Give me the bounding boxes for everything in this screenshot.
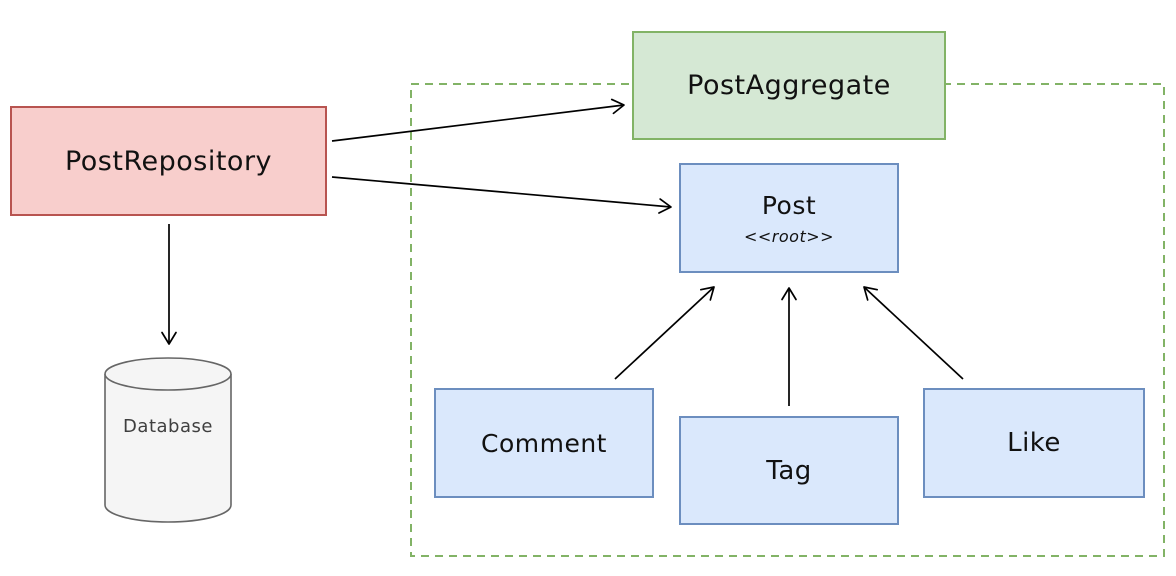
post-root-stereotype: <<root>> bbox=[743, 226, 835, 246]
like-box: Like bbox=[923, 388, 1145, 498]
database-label: Database bbox=[123, 416, 213, 437]
tag-label: Tag bbox=[766, 455, 812, 486]
post-aggregate-box: PostAggregate bbox=[632, 31, 946, 140]
aggregate-boundary bbox=[410, 83, 1165, 557]
comment-box: Comment bbox=[434, 388, 654, 498]
post-repository-label: PostRepository bbox=[64, 145, 273, 177]
post-repository-box: PostRepository bbox=[10, 106, 327, 216]
post-label: Post bbox=[761, 190, 817, 220]
arrow-comment-to-post bbox=[614, 286, 715, 380]
like-label: Like bbox=[1007, 428, 1061, 458]
arrow-repository-to-aggregate bbox=[331, 98, 625, 142]
arrow-repository-to-post bbox=[331, 176, 672, 214]
post-aggregate-label: PostAggregate bbox=[687, 70, 891, 101]
tag-box: Tag bbox=[679, 416, 899, 525]
arrow-like-to-post bbox=[863, 286, 964, 380]
post-box: Post <<root>> bbox=[679, 163, 899, 273]
database-cylinder bbox=[104, 357, 232, 523]
comment-label: Comment bbox=[481, 428, 607, 458]
